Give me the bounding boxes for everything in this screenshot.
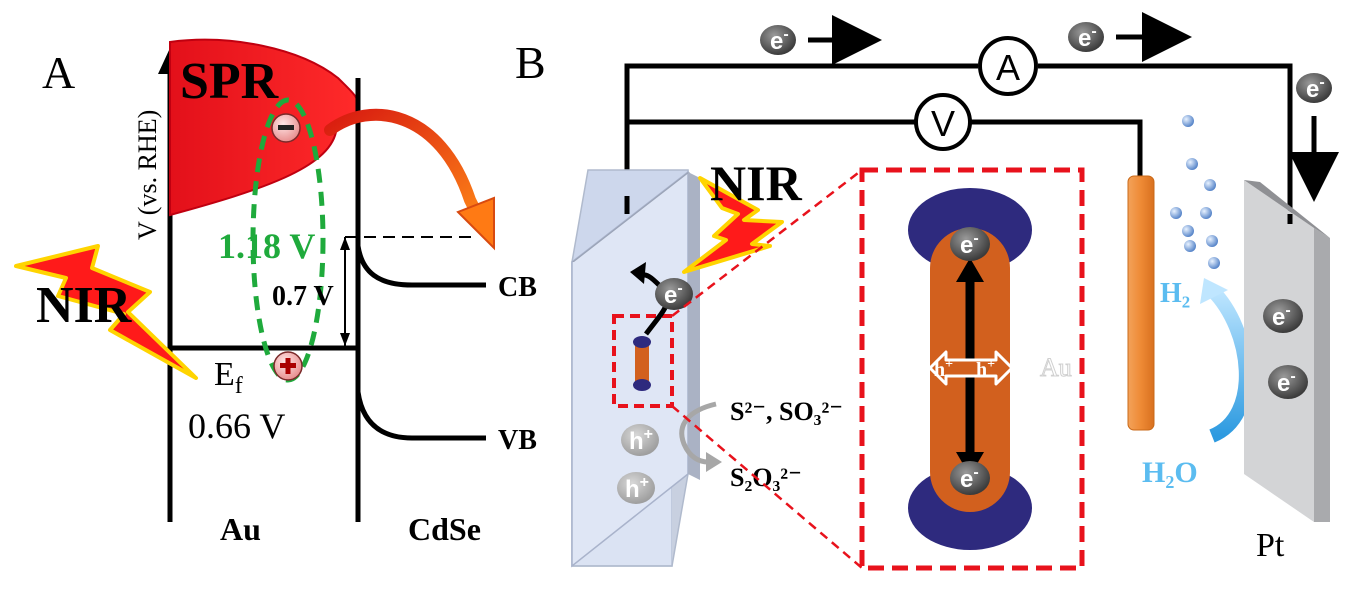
cb-label: CB xyxy=(498,272,537,303)
electron-icon xyxy=(655,278,693,310)
nir-label-a: NIR xyxy=(36,277,133,334)
minus-symbol xyxy=(278,125,294,130)
au-label-b: Au xyxy=(1040,353,1072,382)
oxidation-arrow xyxy=(679,401,717,465)
photoanode-edge xyxy=(688,172,700,480)
voltmeter-label: V xyxy=(931,103,955,144)
nanorod-small-tip xyxy=(633,379,651,391)
oxidation-arrowhead xyxy=(706,452,722,472)
electron-label: e- xyxy=(1078,23,1097,52)
voltmeter-icon xyxy=(914,93,972,151)
reference-electrode xyxy=(1127,175,1155,431)
electron-icon xyxy=(950,227,990,261)
panel-a-label: A xyxy=(42,47,75,98)
electron-label: e- xyxy=(1272,302,1291,331)
panel-a: A V (vs. RHE) SPR 1.18 V 0.7 V xyxy=(14,38,537,547)
fermi-value: 0.66 V xyxy=(188,406,285,446)
conduction-band-curve xyxy=(355,245,486,288)
h2o-label: H₂O xyxy=(1142,456,1198,489)
hole-label: h+ xyxy=(976,357,995,381)
vb-label: VB xyxy=(498,425,537,456)
electron-flow-right: e- xyxy=(1289,73,1339,202)
water-reduction-arrow xyxy=(1206,285,1253,443)
panel-b-label: B xyxy=(515,37,546,88)
nanorod-small-tip xyxy=(633,336,651,348)
electron-label: e- xyxy=(960,230,979,259)
valence-band-curve xyxy=(355,391,486,441)
electron-label: e- xyxy=(1306,74,1325,103)
zoom-line-bottom xyxy=(671,405,863,569)
ammeter-icon xyxy=(978,36,1038,96)
offset-label: 0.7 V xyxy=(272,281,334,312)
electron-path-arrowhead xyxy=(630,262,646,284)
electron-icon xyxy=(760,25,796,55)
nir-lightning-icon xyxy=(14,244,198,380)
water-reduction-arrowhead xyxy=(1200,278,1228,304)
au-label-a: Au xyxy=(220,511,261,547)
cdse-label: CdSe xyxy=(408,511,481,547)
hole-label: h+ xyxy=(934,357,953,381)
electron-icon xyxy=(950,461,990,495)
electron-icon xyxy=(1263,299,1303,333)
electron-label: e- xyxy=(770,26,789,55)
fermi-label: Ef xyxy=(214,356,243,399)
y-axis-label: V (vs. RHE) xyxy=(133,110,162,240)
electron-icon xyxy=(1068,22,1104,52)
ammeter-label: A xyxy=(996,47,1020,88)
zoom-line-top xyxy=(671,169,863,317)
hole-icon xyxy=(617,472,655,504)
hole-icon xyxy=(621,424,659,456)
electron-label: e- xyxy=(1277,368,1296,397)
pt-electrode-face xyxy=(1244,180,1314,522)
pt-electrode-edge xyxy=(1314,228,1330,522)
h2-bubbles xyxy=(1170,115,1220,269)
nanorod-small xyxy=(635,338,649,388)
offset-arrow-up xyxy=(340,237,350,250)
nir-label-b: NIR xyxy=(710,155,803,211)
plus-symbol-v xyxy=(285,358,291,374)
electron-icon xyxy=(1268,365,1308,399)
electron-flow-top-1: e- xyxy=(760,15,882,65)
offset-arrow-down xyxy=(340,333,350,346)
nir-lightning-icon-b xyxy=(682,176,784,274)
h2-label: H₂ xyxy=(1160,278,1190,309)
zoom-source-box xyxy=(612,314,674,408)
sacrificial-label: S²⁻, SO₃²⁻ xyxy=(730,397,843,426)
panel-b: B A V e- e- e- xyxy=(515,12,1339,571)
electron-transfer-arrow xyxy=(324,108,491,236)
spr-label: SPR xyxy=(180,53,280,110)
hole-label: h+ xyxy=(625,474,649,503)
electron-label: e- xyxy=(664,280,683,309)
electron-label: e- xyxy=(960,464,979,493)
hole-axis-arrow xyxy=(928,350,1014,386)
electron-transfer-arrowhead xyxy=(456,196,495,251)
pt-electrode xyxy=(1244,180,1330,522)
gap-label: 1.18 V xyxy=(218,226,315,266)
electron-icon xyxy=(1296,73,1332,103)
ammeter-wire-left xyxy=(624,63,978,200)
voltmeter-wire-right xyxy=(971,119,1143,178)
pt-label: Pt xyxy=(1256,527,1285,564)
hole-label: h+ xyxy=(629,426,653,455)
electron-flow-top-2: e- xyxy=(1068,12,1192,62)
